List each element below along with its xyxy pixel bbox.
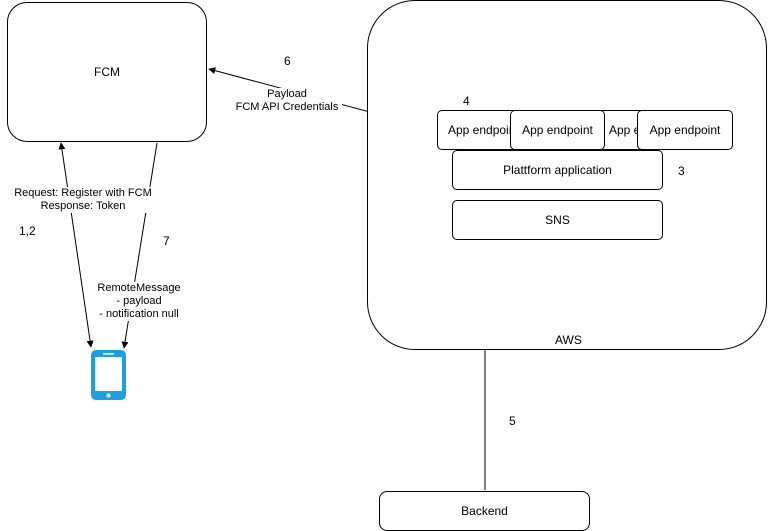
backend-label: Backend	[461, 504, 508, 518]
sns-label: SNS	[545, 213, 570, 227]
step-7: 7	[163, 234, 170, 248]
aws-label: AWS	[555, 333, 582, 347]
platform-application-box: Plattform application	[452, 150, 663, 190]
platform-application-label: Plattform application	[503, 163, 612, 177]
backend-box: Backend	[379, 491, 590, 531]
step-1-2: 1,2	[19, 224, 36, 238]
register-edge	[58, 142, 94, 348]
step-6: 6	[284, 54, 291, 68]
smartphone-icon	[91, 350, 126, 400]
app-endpoint-4: App endpoint	[637, 110, 733, 150]
sns-box: SNS	[452, 200, 663, 240]
step-4: 4	[463, 94, 470, 108]
step-3: 3	[678, 164, 685, 178]
step-5: 5	[509, 414, 516, 428]
app-endpoint-2: App endpoint	[510, 110, 605, 150]
fcm-label: FCM	[94, 65, 120, 79]
fcm-box: FCM	[7, 2, 207, 142]
remote-message-edge-label: RemoteMessage - payload - notification n…	[92, 282, 186, 321]
register-edge-label: Request: Register with FCM Response: Tok…	[0, 187, 166, 213]
payload-edge-label: Payload FCM API Credentials	[232, 88, 342, 114]
